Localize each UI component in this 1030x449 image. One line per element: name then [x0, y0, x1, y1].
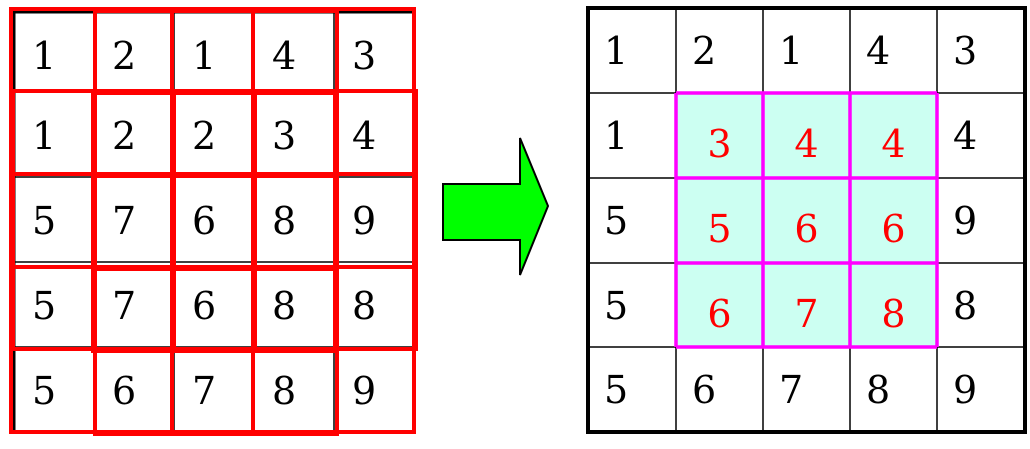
input-cell-value: 7 — [192, 369, 216, 413]
filtered-cell-value: 6 — [707, 292, 731, 336]
right-arrow-icon — [442, 137, 550, 276]
input-cell-value: 4 — [352, 114, 376, 158]
filtered-cell-value: 6 — [794, 207, 818, 251]
input-cell-value: 1 — [32, 34, 56, 78]
output-cell-value: 9 — [953, 199, 977, 243]
output-cell-value: 5 — [604, 199, 628, 243]
input-grid: 1 2 1 4 3 1 2 2 3 4 5 7 6 8 9 5 7 6 8 8 5 6 7 8 9 — [9, 7, 418, 436]
output-cell-value: 5 — [604, 368, 628, 412]
output-cell-value: 1 — [604, 114, 628, 158]
input-cell-value: 1 — [192, 34, 216, 78]
input-grid-border — [12, 10, 416, 434]
input-cell-value: 8 — [272, 284, 296, 328]
filtered-cell-value: 3 — [707, 122, 731, 166]
filtered-cell-value: 6 — [881, 207, 905, 251]
input-cell-value: 8 — [272, 369, 296, 413]
filtered-cell-value: 4 — [881, 122, 905, 166]
output-grid-border — [586, 6, 1027, 434]
output-cell-value: 1 — [604, 29, 628, 73]
output-cell-value: 5 — [604, 284, 628, 328]
input-cell-value: 2 — [192, 114, 216, 158]
input-cell-value: 5 — [32, 199, 56, 243]
output-cell-value: 1 — [779, 29, 803, 73]
filtered-cell-value: 7 — [794, 292, 818, 336]
output-cell-value: 3 — [953, 29, 977, 73]
filtered-cell-value: 4 — [794, 122, 818, 166]
filtered-cell-value: 8 — [881, 292, 905, 336]
input-cell-value: 6 — [192, 199, 216, 243]
input-cell-value: 7 — [112, 199, 136, 243]
input-cell-value: 8 — [272, 199, 296, 243]
input-cell-value: 2 — [112, 34, 136, 78]
input-cell-value: 5 — [32, 369, 56, 413]
output-cell-value: 4 — [866, 29, 890, 73]
output-cell-value: 7 — [779, 368, 803, 412]
window-box — [170, 172, 416, 434]
output-cell-value: 4 — [953, 114, 977, 158]
input-cell-value: 3 — [352, 34, 376, 78]
input-cell-value: 6 — [112, 369, 136, 413]
input-cell-value: 2 — [112, 114, 136, 158]
output-cell-value: 8 — [866, 368, 890, 412]
input-cell-value: 7 — [112, 284, 136, 328]
input-cell-value: 8 — [352, 284, 376, 328]
input-cell-value: 5 — [32, 284, 56, 328]
input-cell-value: 9 — [352, 199, 376, 243]
filtered-cell-value: 5 — [707, 207, 731, 251]
input-cell-value: 4 — [272, 34, 296, 78]
input-cell-value: 6 — [192, 284, 216, 328]
highlight-region — [676, 93, 937, 347]
output-cell-value: 6 — [692, 368, 716, 412]
input-cell-value: 9 — [352, 369, 376, 413]
output-cell-value: 9 — [953, 368, 977, 412]
input-cell-value: 1 — [32, 114, 56, 158]
arrow-shape — [442, 137, 550, 276]
output-cell-value: 8 — [953, 284, 977, 328]
input-cell-value: 3 — [272, 114, 296, 158]
output-cell-value: 2 — [692, 29, 716, 73]
output-grid: 1 2 1 4 3 1 3 4 4 4 5 5 6 6 9 5 6 7 8 8 5 6 7 8 9 — [586, 6, 1027, 434]
